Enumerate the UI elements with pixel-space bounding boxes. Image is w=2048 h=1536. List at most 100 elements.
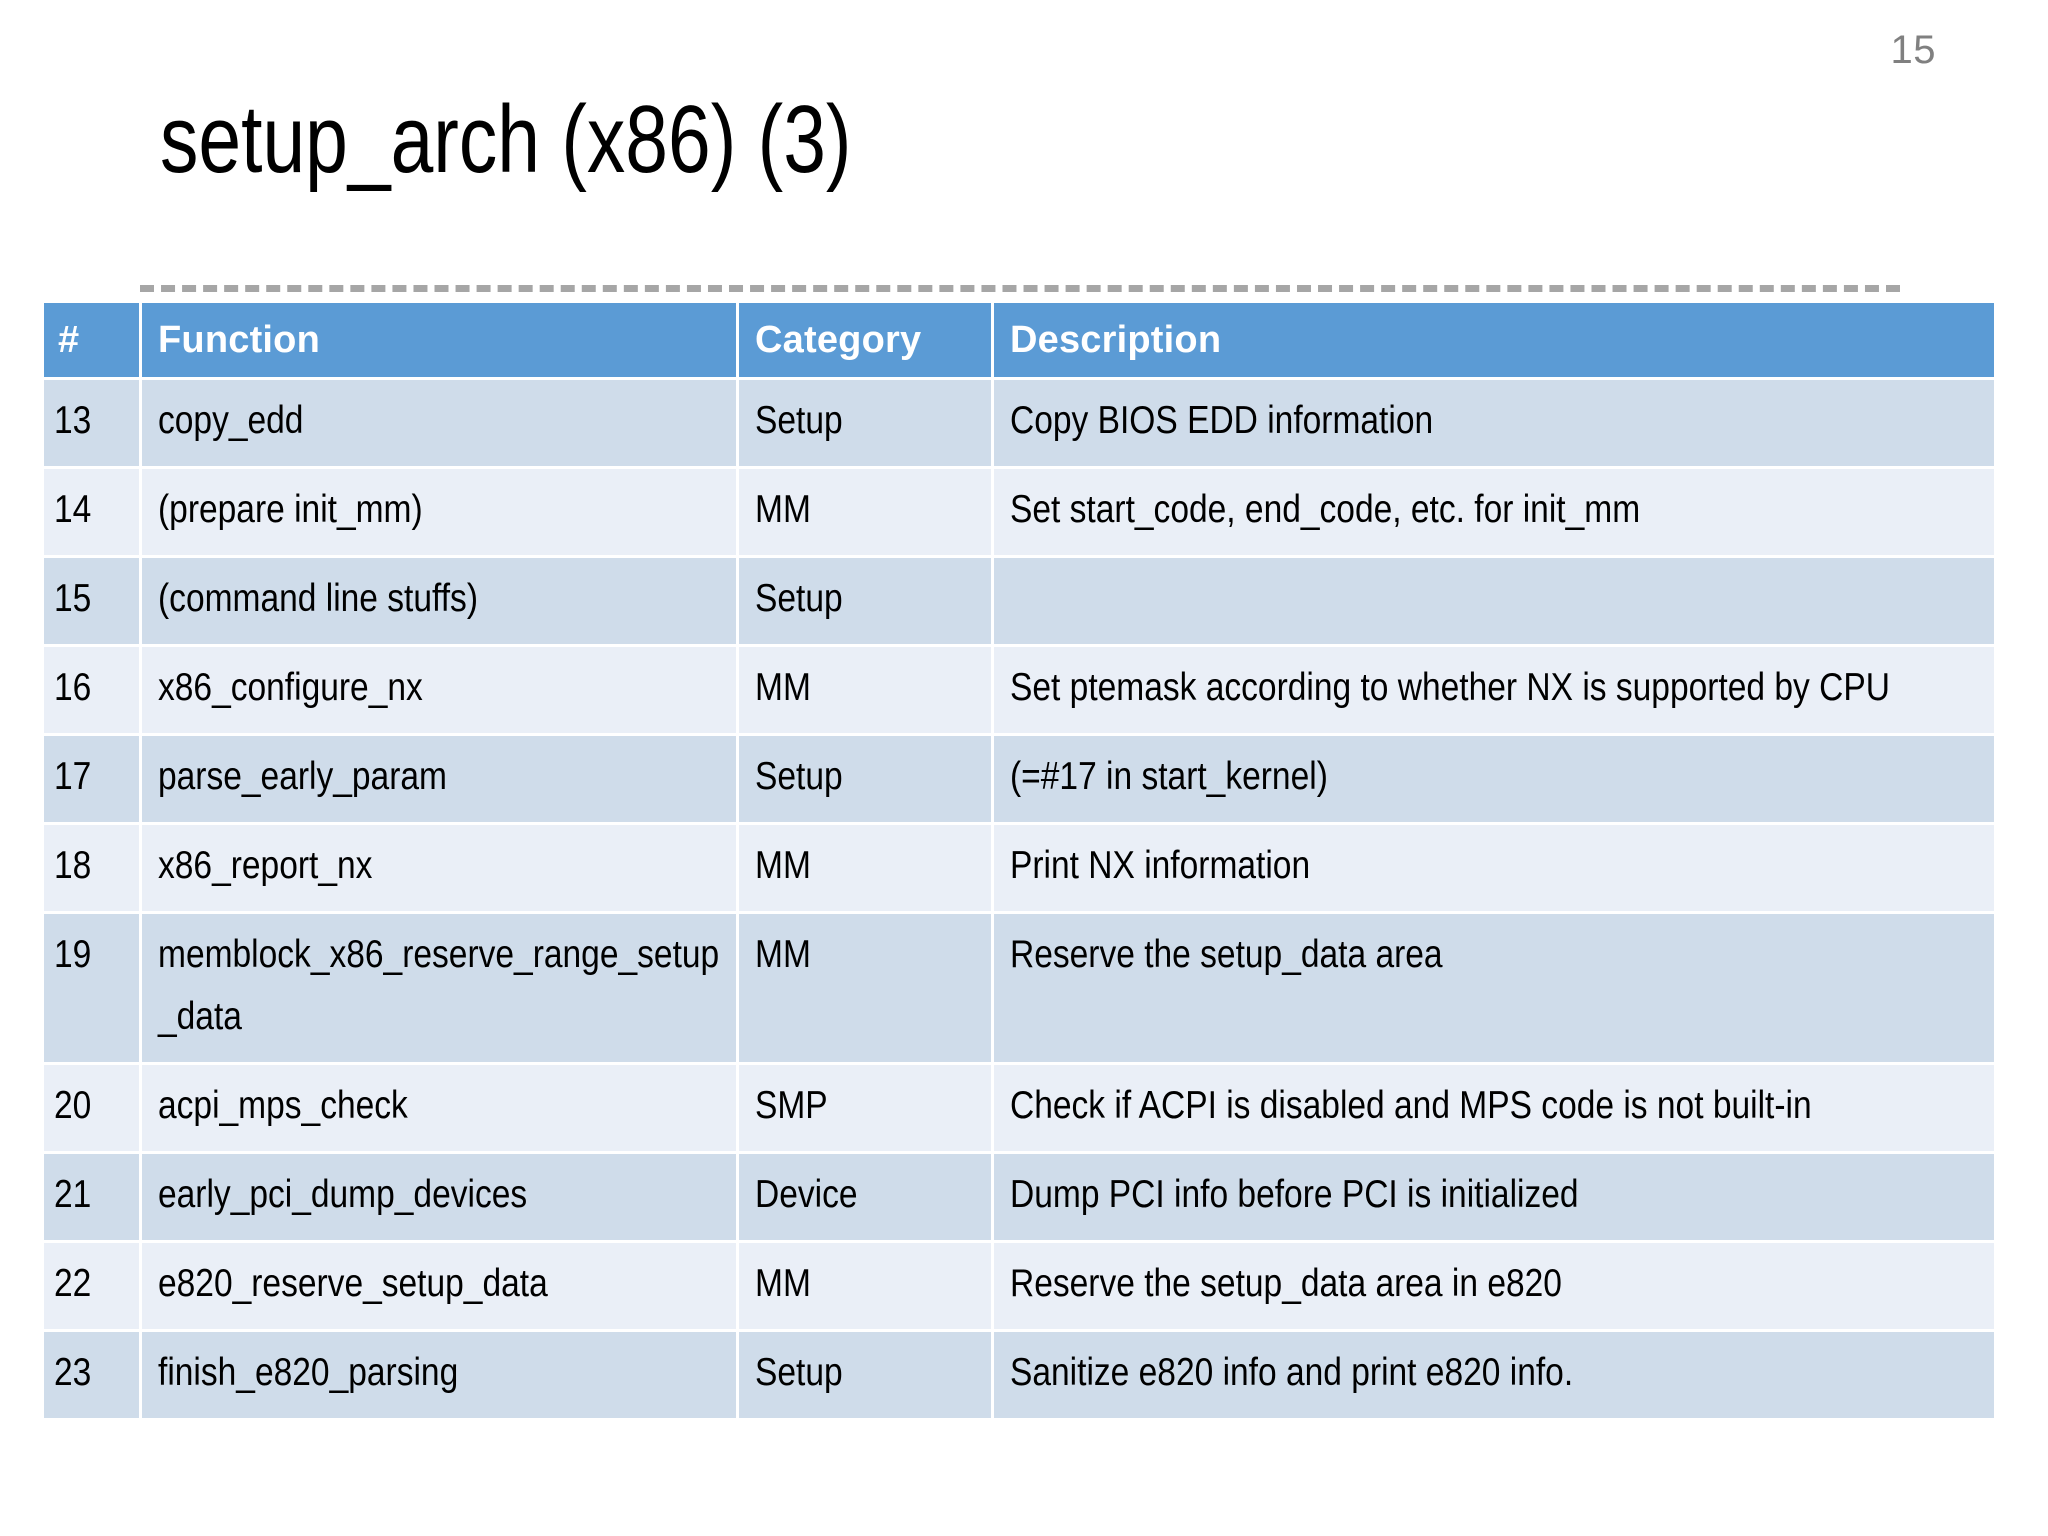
cell-number-text: 20 [54,1084,92,1127]
cell-number: 16 [44,647,139,733]
cell-category-text: Setup [755,577,843,620]
cell-function-text: early_pci_dump_devices [158,1173,528,1216]
cell-category-text: SMP [755,1084,828,1127]
cell-category-text: Device [755,1173,858,1216]
column-header-function: Function [142,303,736,377]
table-row: 21 early_pci_dump_devices Device Dump PCI i… [44,1154,1994,1240]
column-header-category-label: Category [755,319,922,361]
cell-description-text: Dump PCI info before PCI is initialized [1010,1173,1579,1216]
cell-function: early_pci_dump_devices [142,1154,736,1240]
cell-number: 19 [44,914,139,1062]
cell-description-text: Set start_code, end_code, etc. for init_… [1010,488,1641,531]
cell-category: MM [739,1243,991,1329]
cell-number: 15 [44,558,139,644]
cell-description: Reserve the setup_data area [994,914,1994,1062]
cell-category: SMP [739,1065,991,1151]
cell-category: Setup [739,736,991,822]
column-header-function-label: Function [158,319,321,361]
cell-description: Dump PCI info before PCI is initialized [994,1154,1994,1240]
cell-function: memblock_x86_reserve_range_setup_data [142,914,736,1062]
cell-description: Sanitize e820 info and print e820 info. [994,1332,1994,1418]
cell-number-text: 21 [54,1173,92,1216]
cell-function-text: e820_reserve_setup_data [158,1262,548,1305]
column-header-number: # [44,303,139,377]
cell-description: Reserve the setup_data area in e820 [994,1243,1994,1329]
cell-category-text: MM [755,933,811,976]
cell-category: MM [739,914,991,1062]
cell-function: e820_reserve_setup_data [142,1243,736,1329]
cell-function-text: (prepare init_mm) [158,488,423,531]
cell-description: Check if ACPI is disabled and MPS code i… [994,1065,1994,1151]
table-row: 19 memblock_x86_reserve_range_setup_data M… [44,914,1994,1062]
cell-number-text: 15 [54,577,92,620]
cell-category: Setup [739,380,991,466]
cell-function-text: acpi_mps_check [158,1084,408,1127]
column-header-description: Description [994,303,1994,377]
cell-function-text: x86_report_nx [158,844,373,887]
cell-category-text: Setup [755,1351,843,1394]
cell-description-text: Set ptemask according to whether NX is s… [1010,666,1890,709]
cell-category: Setup [739,558,991,644]
cell-function: copy_edd [142,380,736,466]
cell-category: MM [739,825,991,911]
cell-category: Device [739,1154,991,1240]
cell-description: Copy BIOS EDD information [994,380,1994,466]
cell-function-text: x86_configure_nx [158,666,423,709]
cell-description: Print NX information [994,825,1994,911]
cell-description: Set ptemask according to whether NX is s… [994,647,1994,733]
cell-number-text: 23 [54,1351,92,1394]
cell-description: Set start_code, end_code, etc. for init_… [994,469,1994,555]
cell-number-text: 19 [54,933,92,976]
cell-function: finish_e820_parsing [142,1332,736,1418]
cell-description-text: Reserve the setup_data area in e820 [1010,1262,1562,1305]
cell-function-text: parse_early_param [158,755,447,798]
cell-number-text: 16 [54,666,92,709]
cell-function-text: memblock_x86_reserve_range_setup_data [158,933,720,1038]
cell-description: (=#17 in start_kernel) [994,736,1994,822]
cell-number: 23 [44,1332,139,1418]
column-header-description-label: Description [1010,319,1222,361]
table-row: 23 finish_e820_parsing Setup Sanitize e820 … [44,1332,1994,1418]
cell-description-text: Print NX information [1010,844,1311,887]
column-header-category: Category [739,303,991,377]
cell-number-text: 14 [54,488,92,531]
table-row: 20 acpi_mps_check SMP Check if ACPI is disa… [44,1065,1994,1151]
table-row: 15 (command line stuffs) Setup [44,558,1994,644]
table-row: 14 (prepare init_mm) MM Set start_code, end… [44,469,1994,555]
cell-number-text: 22 [54,1262,92,1305]
cell-function-text: copy_edd [158,399,304,442]
cell-number: 13 [44,380,139,466]
column-header-number-label: # [58,319,80,361]
cell-function: (prepare init_mm) [142,469,736,555]
cell-description-text: Sanitize e820 info and print e820 info. [1010,1351,1574,1394]
cell-number-text: 18 [54,844,92,887]
table-header-row: # Function Category Description [44,303,1994,377]
cell-number: 20 [44,1065,139,1151]
cell-category: MM [739,469,991,555]
cell-description-text: (=#17 in start_kernel) [1010,755,1328,798]
table-row: 22 e820_reserve_setup_data MM Reserve the s… [44,1243,1994,1329]
cell-category-text: MM [755,488,811,531]
cell-number-text: 17 [54,755,92,798]
cell-function-text: finish_e820_parsing [158,1351,459,1394]
cell-category-text: MM [755,666,811,709]
cell-number: 14 [44,469,139,555]
cell-category-text: Setup [755,399,843,442]
cell-number: 17 [44,736,139,822]
table-row: 16 x86_configure_nx MM Set ptemask accordin… [44,647,1994,733]
cell-function: (command line stuffs) [142,558,736,644]
cell-description-text: Reserve the setup_data area [1010,933,1443,976]
title-divider [140,285,1900,292]
cell-number: 22 [44,1243,139,1329]
cell-number-text: 13 [54,399,92,442]
cell-function: x86_report_nx [142,825,736,911]
cell-number: 21 [44,1154,139,1240]
table-row: 17 parse_early_param Setup (=#17 in start_k… [44,736,1994,822]
page-title: setup_arch (x86) (3) [160,86,852,193]
cell-category-text: Setup [755,755,843,798]
cell-category: Setup [739,1332,991,1418]
cell-function: x86_configure_nx [142,647,736,733]
cell-function-text: (command line stuffs) [158,577,479,620]
setup-arch-function-table: # Function Category Description 13 copy_e… [41,300,1997,1421]
